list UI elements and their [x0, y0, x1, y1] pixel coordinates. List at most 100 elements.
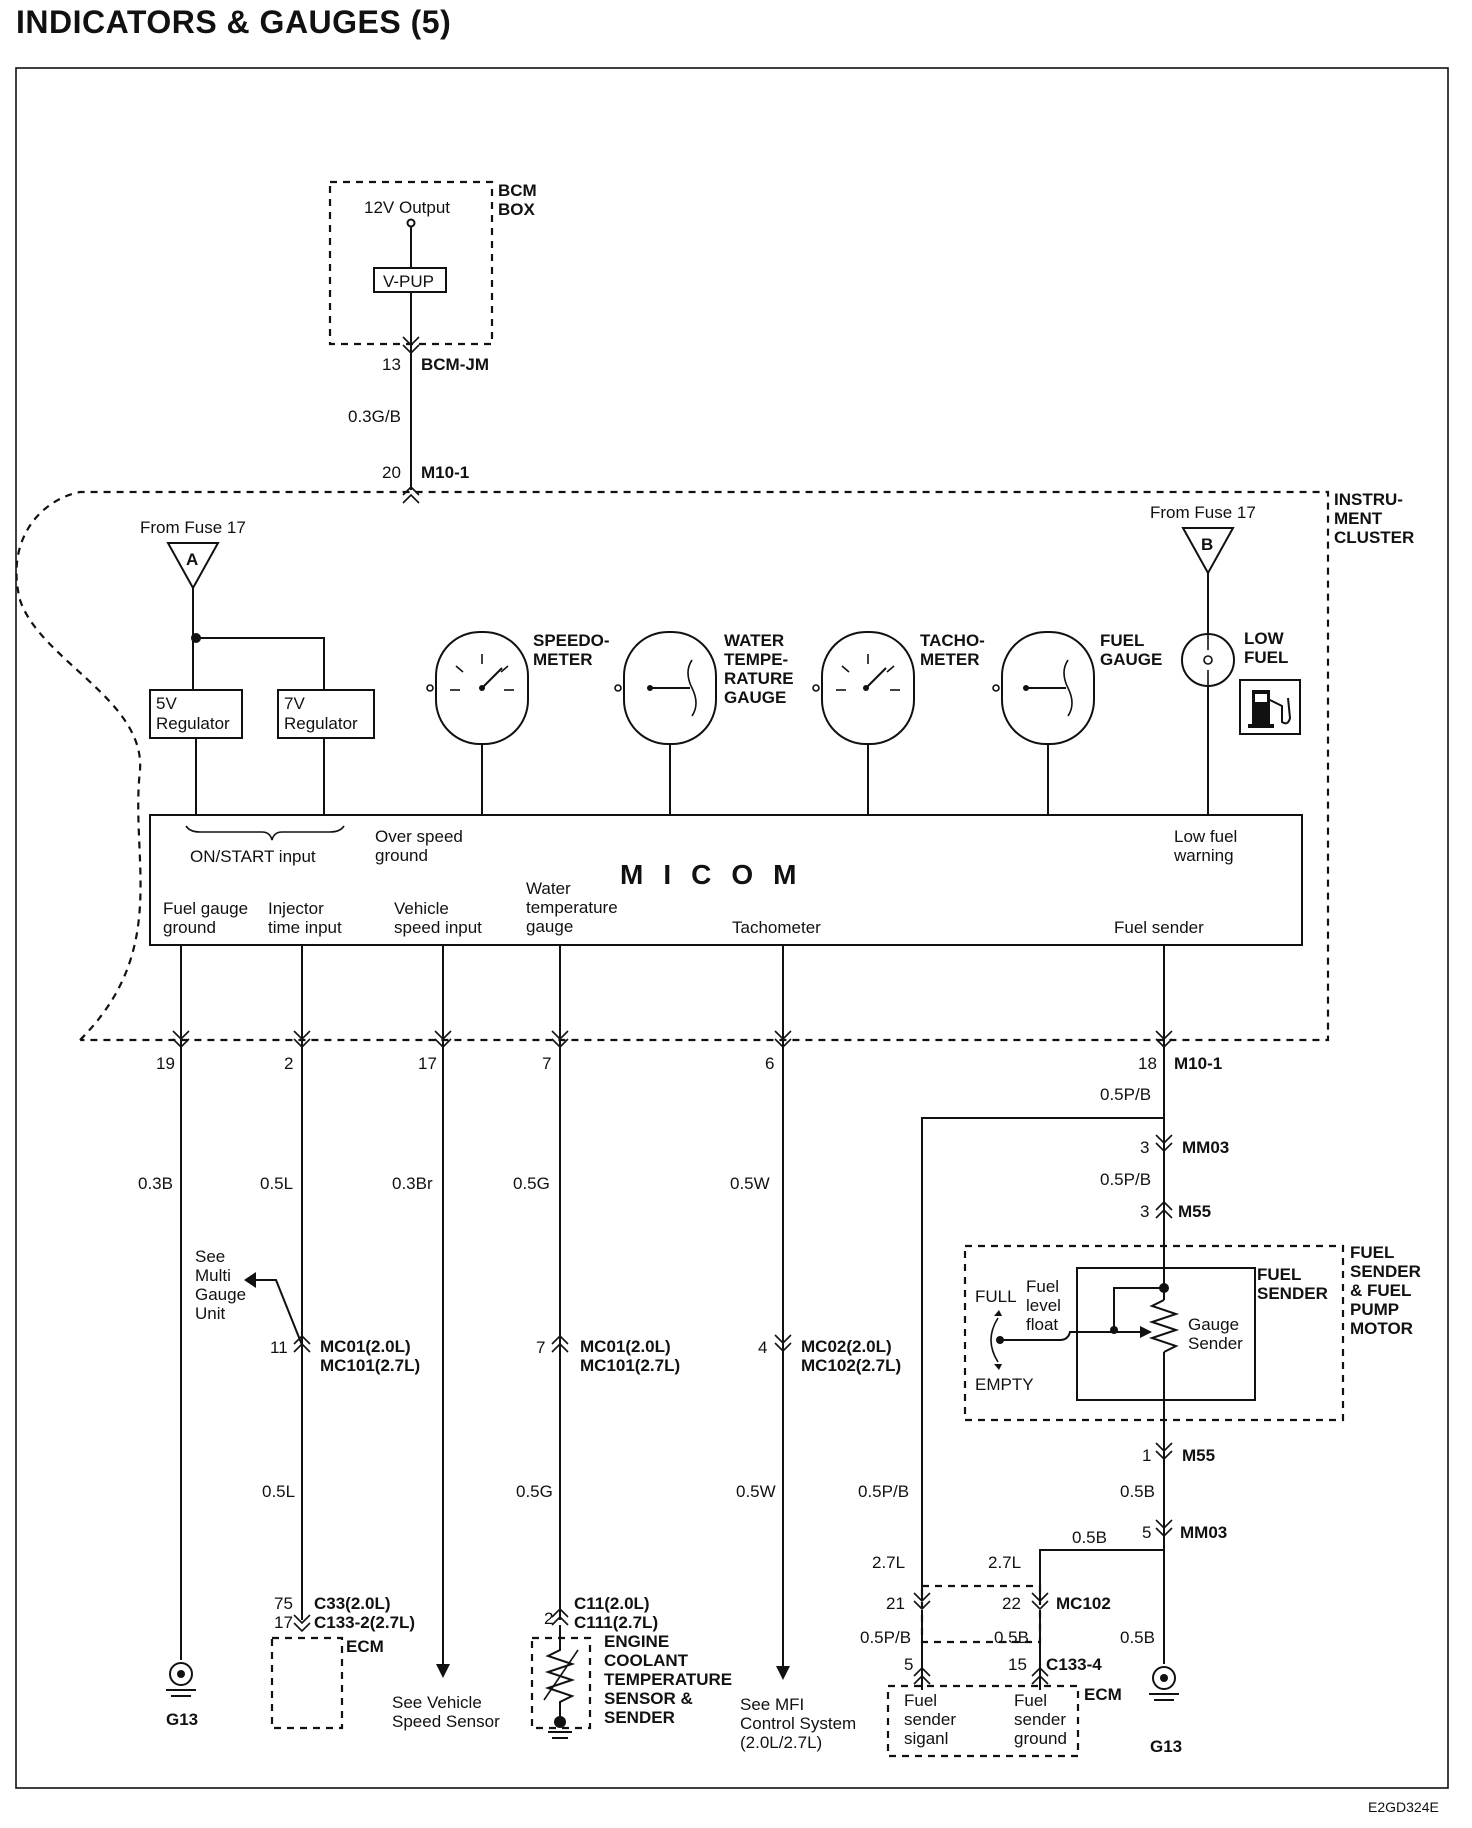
coolant-label-3: TEMPERATURE [604, 1670, 732, 1689]
sender-outer-5: MOTOR [1350, 1319, 1413, 1338]
injector-1: Injector [268, 899, 324, 918]
water-label-4: GAUGE [724, 688, 786, 707]
see-multi-2: Multi [195, 1266, 231, 1285]
water-temp-gauge: WATER TEMPE- RATURE GAUGE [614, 631, 794, 815]
mc-water-2: MC101(2.7L) [580, 1356, 680, 1375]
empty-label: EMPTY [975, 1375, 1034, 1394]
tachometer-label: Tachometer [732, 918, 821, 937]
sig-2: sender [904, 1710, 956, 1729]
bcm-box: BCM BOX 12V Output V-PUP 13 BCM-JM 0.3G/… [328, 180, 537, 504]
fuel-wire-b-gnd: 0.5B [1120, 1628, 1155, 1647]
gauge-sender-2: Sender [1188, 1334, 1243, 1353]
pin-18: 18 [1138, 1054, 1157, 1073]
mc-water-1: MC01(2.0L) [580, 1337, 671, 1356]
ground-g13-right: G13 [1149, 1666, 1182, 1756]
page-frame [15, 67, 1449, 1789]
mc-left-2: MC101(2.7L) [320, 1356, 420, 1375]
ecm-right-label: ECM [1084, 1685, 1122, 1704]
tachometer-gauge: TACHO- METER [812, 631, 985, 815]
wire-05g-lower: 0.5G [516, 1482, 553, 1501]
ground-right-label: G13 [1150, 1737, 1182, 1756]
water-label-3: RATURE [724, 669, 794, 688]
ecm-left-pin-2: 17 [274, 1613, 293, 1632]
regulator-5v: 5V Regulator [149, 689, 243, 815]
speedometer-gauge: SPEEDO- METER [426, 631, 610, 815]
instrument-cluster: INSTRU- MENT CLUSTER [15, 490, 1414, 1042]
gnd-1: Fuel [1014, 1691, 1047, 1710]
ecm-pin-15: 15 [1008, 1655, 1027, 1674]
coolant-conn-1: C11(2.0L) [574, 1594, 650, 1613]
fuel-wire-pb-ecm: 0.5P/B [860, 1628, 911, 1647]
over-speed-2: ground [375, 846, 428, 865]
wire-05w-lower: 0.5W [736, 1482, 776, 1501]
mc-left-pin: 11 [270, 1338, 288, 1357]
gnd-2: sender [1014, 1710, 1066, 1729]
vehicle-speed-2: speed input [394, 918, 482, 937]
pin-19: 19 [156, 1054, 175, 1073]
fuel-sender-pump-box [963, 1244, 1345, 1422]
mm03-bot-pin: 5 [1142, 1523, 1151, 1542]
bottom-connector: M10-1 [1174, 1054, 1222, 1073]
fuse-b-letter: B [1201, 535, 1213, 554]
mc-tacho-pin: 4 [758, 1338, 767, 1357]
fuse-a-letter: A [186, 550, 198, 569]
fuel-gauge-label-1: FUEL [1100, 631, 1144, 650]
coolant-conn-2: C111(2.7L) [574, 1613, 658, 1632]
coolant-label-5: SENDER [604, 1708, 675, 1727]
fuel-pump-icon [1239, 679, 1301, 735]
fuel-sender-box [1076, 1267, 1256, 1401]
water-temp-2: temperature [526, 898, 618, 917]
l27-a: 2.7L [872, 1553, 905, 1572]
fuel-wire-b-ecm: 0.5B [994, 1628, 1029, 1647]
water-temp-branch: 7 MC01(2.0L) MC101(2.7L) 0.5G 2 C11(2.0L… [516, 1334, 732, 1739]
fuse-b: From Fuse 17 B [1150, 503, 1256, 634]
gnd-3: ground [1014, 1729, 1067, 1748]
sender-outer-1: FUEL [1350, 1243, 1394, 1262]
mc102-label: MC102 [1056, 1594, 1111, 1613]
mc-water-pin: 7 [536, 1338, 545, 1357]
pin-7: 7 [542, 1054, 551, 1073]
mc102-pin-21: 21 [886, 1594, 905, 1613]
speedo-label-2: METER [533, 650, 593, 669]
wire-05g: 0.5G [513, 1174, 550, 1193]
low-fuel-label-1: LOW [1244, 629, 1285, 648]
reg7-line1: 7V [284, 694, 305, 713]
float-label-2: level [1026, 1296, 1061, 1315]
see-mfi-1: See MFI [740, 1695, 804, 1714]
micom-name: MICOM [620, 859, 816, 890]
see-multi-4: Unit [195, 1304, 226, 1323]
l27-b: 2.7L [988, 1553, 1021, 1572]
full-label: FULL [975, 1287, 1017, 1306]
fuel-wire-gnd-2: 0.5B [1072, 1528, 1107, 1547]
tacho-branch: 4 MC02(2.0L) MC102(2.7L) 0.5W See MFI Co… [736, 1334, 901, 1752]
pin-2: 2 [284, 1054, 293, 1073]
fuse-a-from: From Fuse 17 [140, 518, 246, 537]
see-multi-3: Gauge [195, 1285, 246, 1304]
coolant-label-1: ENGINE [604, 1632, 669, 1651]
m55-top-pin: 3 [1140, 1202, 1149, 1221]
mc-tacho-2: MC102(2.7L) [801, 1356, 901, 1375]
see-mfi-2: Control System [740, 1714, 856, 1733]
gauge-sender-1: Gauge [1188, 1315, 1239, 1334]
ecm-left-conn-1: C33(2.0L) [314, 1594, 391, 1613]
bcm-wire: 0.3G/B [348, 407, 401, 426]
m55-bot-pin: 1 [1142, 1446, 1151, 1465]
ecm-left-pin-1: 75 [274, 1594, 293, 1613]
wire-03b: 0.3B [138, 1174, 173, 1193]
mc-left-1: MC01(2.0L) [320, 1337, 411, 1356]
see-vss-1: See Vehicle [392, 1693, 482, 1712]
cluster-label-2: MENT [1334, 509, 1383, 528]
mc-tacho-1: MC02(2.0L) [801, 1337, 892, 1356]
sig-3: siganl [904, 1729, 948, 1748]
on-start-input: ON/START input [190, 847, 316, 866]
ecm-left-label: ECM [346, 1637, 384, 1656]
ecm-conn: C133-4 [1046, 1655, 1102, 1674]
sig-1: Fuel [904, 1691, 937, 1710]
fuel-wire-pb-lower: 0.5P/B [858, 1482, 909, 1501]
bcm-connector: BCM-JM [421, 355, 489, 374]
see-vss-2: Speed Sensor [392, 1712, 500, 1731]
coolant-pin: 2 [544, 1609, 553, 1628]
tacho-label-2: METER [920, 650, 980, 669]
wire-05l-lower: 0.5L [262, 1482, 295, 1501]
